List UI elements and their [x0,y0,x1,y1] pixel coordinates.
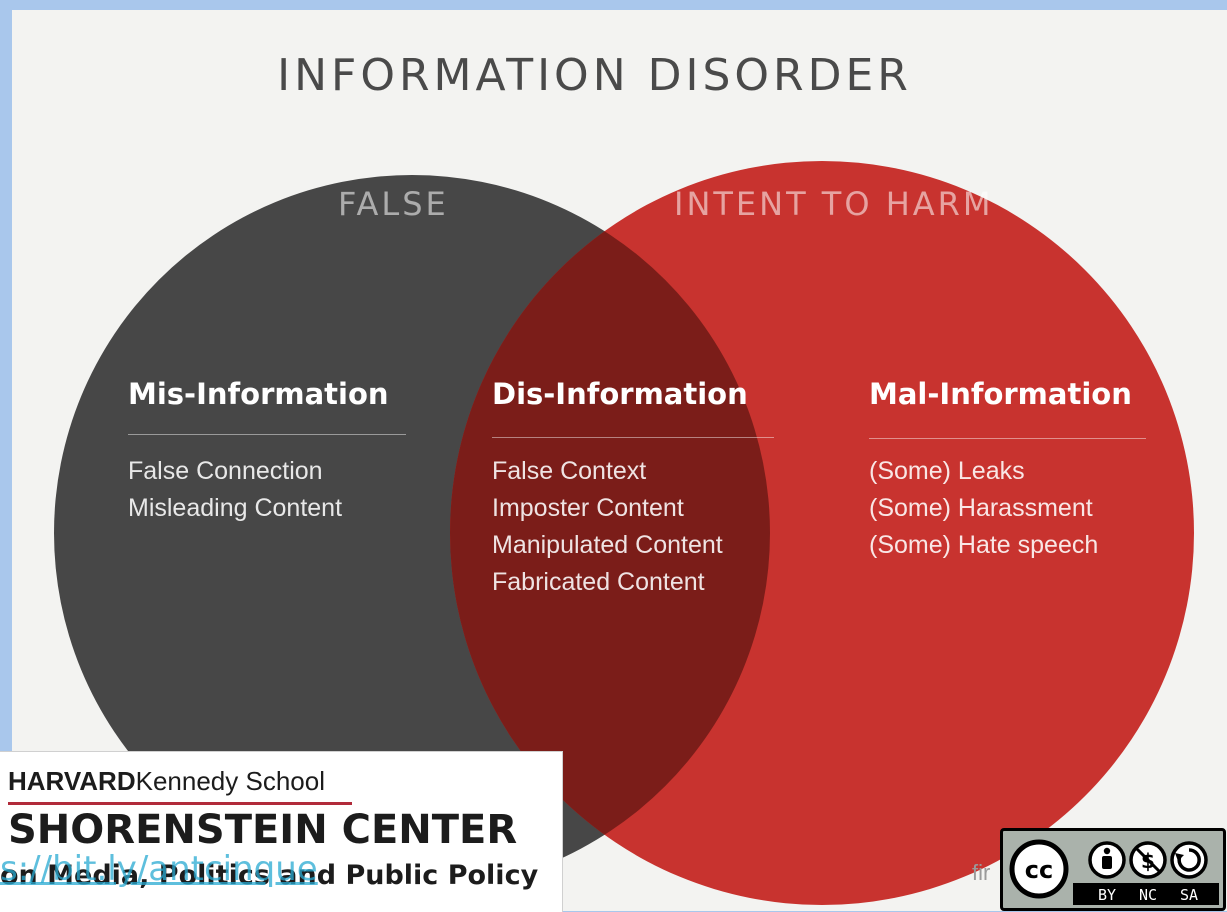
shorenstein-center-subtitle: on Media, Politics and Public Policy [0,860,539,891]
list-mal-information: (Some) Leaks (Some) Harassment (Some) Ha… [869,453,1098,564]
svg-text:SA: SA [1180,886,1198,904]
list-item: Manipulated Content [492,531,723,559]
cc-by-nc-sa-icon: cc $ BY NC SA [1009,839,1219,905]
overlap-region [450,175,770,891]
harvard-kennedy-school-logo: HARVARDKennedy School SHORENSTEIN CENTER… [0,751,563,912]
svg-text:cc: cc [1025,856,1053,884]
harvard-name: HARVARD [8,766,136,796]
set-label-intent-to-harm: INTENT TO HARM [674,185,994,223]
list-item: Imposter Content [492,494,684,522]
logo-divider [8,802,352,805]
list-item: False Connection [128,457,323,485]
list-item: Fabricated Content [492,568,705,596]
list-item: False Context [492,457,647,485]
harvard-wordmark: HARVARDKennedy School [8,766,325,797]
svg-text:BY: BY [1098,886,1116,904]
page-title: INFORMATION DISORDER [277,50,912,101]
venn-diagram [54,161,1194,905]
list-item: (Some) Leaks [869,457,1025,485]
heading-mis-information: Mis-Information [128,377,389,411]
credit-text: fir [972,860,991,885]
kennedy-school-name: Kennedy School [135,766,325,796]
shorenstein-center-name: SHORENSTEIN CENTER [8,807,518,853]
set-label-false: FALSE [338,185,449,223]
list-item: (Some) Hate speech [869,531,1099,559]
divider-mis-information [128,434,406,435]
svg-text:NC: NC [1139,886,1157,904]
heading-dis-information: Dis-Information [492,377,748,411]
divider-mal-information [869,438,1146,439]
slide: INFORMATION DISORDER FALSE INTENT TO HAR… [12,10,1227,911]
overlay-link[interactable]: s://bit.ly/antcinque [0,849,318,889]
list-dis-information: False Context Imposter Content Manipulat… [492,453,723,601]
list-item: (Some) Harassment [869,494,1093,522]
divider-dis-information [492,437,774,438]
list-item: Misleading Content [128,494,343,522]
license-badge[interactable]: cc $ BY NC SA [1000,828,1226,911]
heading-mal-information: Mal-Information [869,377,1132,411]
list-mis-information: False Connection Misleading Content [128,453,342,527]
